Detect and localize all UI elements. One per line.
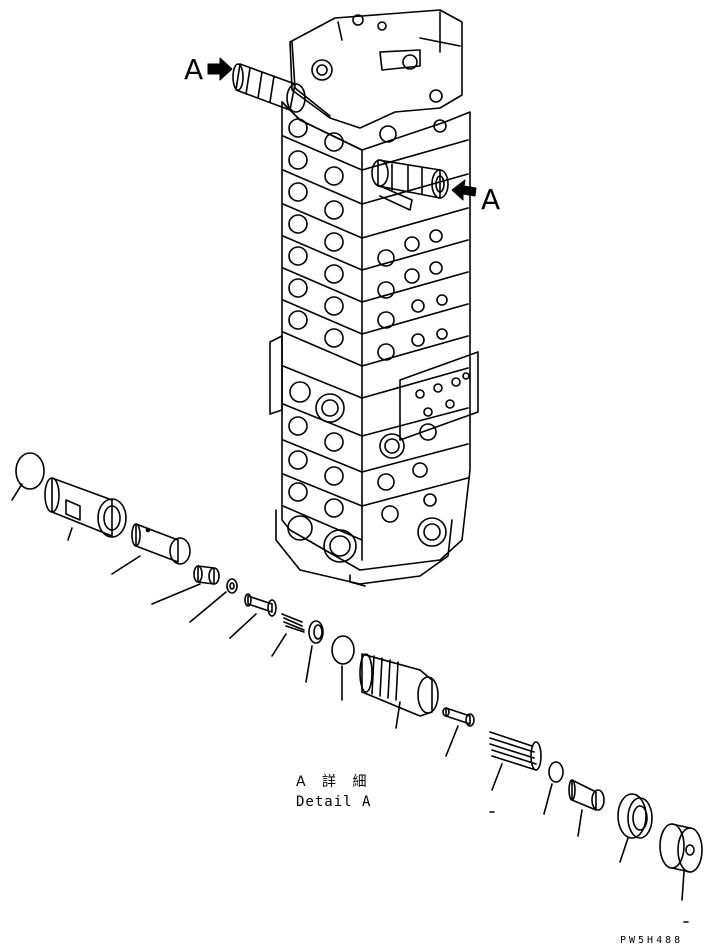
section-lines-left bbox=[283, 136, 362, 540]
part-bolt bbox=[230, 594, 276, 638]
part-sleeve bbox=[45, 478, 126, 540]
caption-english: Detail A bbox=[296, 794, 372, 810]
arrow-to-view-a-right bbox=[452, 180, 476, 200]
section-lines-right bbox=[362, 140, 468, 506]
part-spring-small bbox=[272, 614, 304, 656]
drawing-code: PW5H488 bbox=[620, 935, 684, 946]
ports-right-face bbox=[378, 120, 447, 546]
part-small-sleeve bbox=[152, 566, 219, 604]
part-o-ring-3 bbox=[544, 762, 563, 814]
valve-right-side-plate bbox=[400, 352, 478, 440]
part-pin bbox=[443, 708, 474, 756]
part-spring-large bbox=[490, 732, 541, 790]
control-valve-assembly bbox=[208, 10, 478, 586]
part-cap bbox=[660, 824, 702, 900]
part-o-ring-1 bbox=[12, 453, 44, 500]
caption-japanese: A 詳 細 bbox=[296, 774, 373, 790]
exploded-parts bbox=[12, 453, 702, 922]
part-small-plug bbox=[569, 780, 604, 836]
part-washer bbox=[190, 579, 237, 622]
ports-left-face bbox=[288, 119, 356, 562]
view-marker-right: A bbox=[481, 183, 501, 216]
arrow-to-view-a-upper bbox=[208, 58, 232, 80]
view-marker-upper: A bbox=[184, 53, 204, 86]
valve-left-side-plate bbox=[270, 336, 282, 414]
valve-main-body bbox=[282, 102, 470, 570]
part-o-ring-2 bbox=[332, 636, 354, 700]
inserted-cartridge-right bbox=[372, 160, 448, 210]
valve-bottom-block bbox=[276, 510, 452, 584]
part-nut bbox=[618, 794, 652, 862]
part-retainer bbox=[306, 621, 323, 682]
inserted-cartridge-upper bbox=[233, 64, 305, 112]
part-spool bbox=[112, 524, 190, 574]
part-valve-plug bbox=[360, 654, 438, 728]
valve-top-block bbox=[290, 10, 462, 128]
